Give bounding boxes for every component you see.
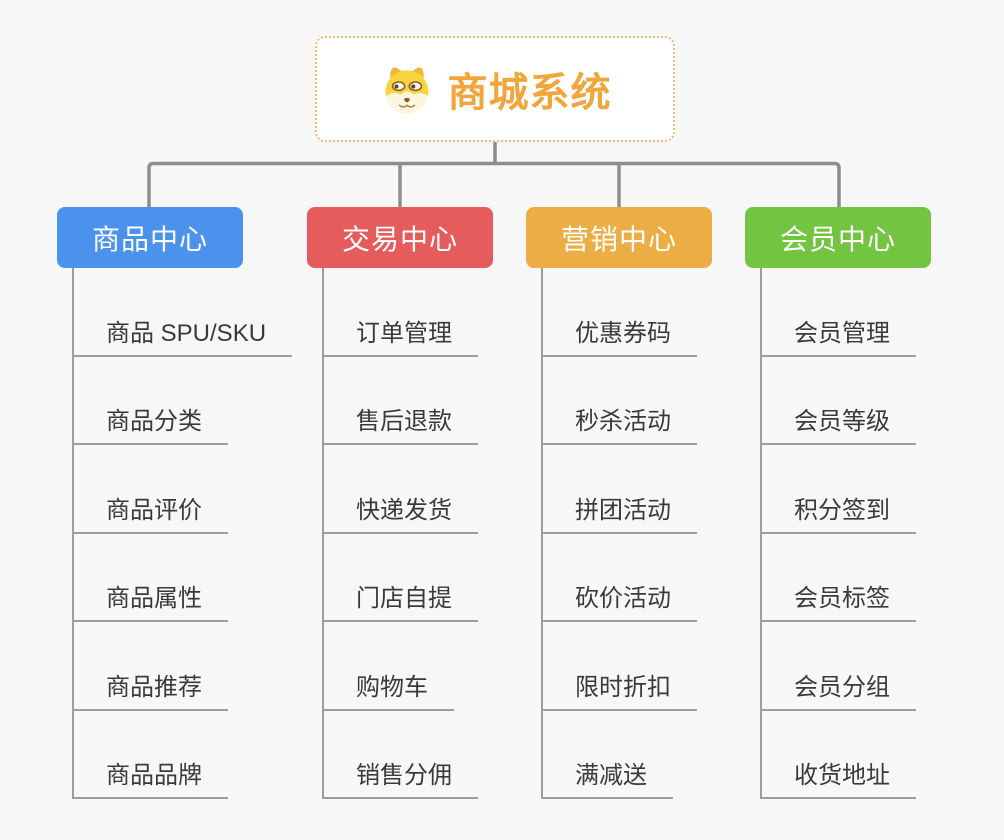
leaf-node[interactable]: 商品品牌 xyxy=(74,711,357,799)
branch-label: 营销中心 xyxy=(560,223,677,255)
branch-box-products[interactable]: 商品中心 xyxy=(57,207,243,268)
leaf-node[interactable]: 售后退款 xyxy=(324,357,607,445)
branch-label: 商品中心 xyxy=(91,223,208,255)
branch-leaves: 优惠券码 秒杀活动 拼团活动 砍价活动 限时折扣 满减送 xyxy=(541,268,826,799)
leaf-node[interactable]: 商品属性 xyxy=(74,534,357,622)
leaf-node[interactable]: 拼团活动 xyxy=(543,445,826,534)
leaf-node[interactable]: 门店自提 xyxy=(324,534,607,622)
branch-leaves: 会员管理 会员等级 积分签到 会员标签 会员分组 收货地址 xyxy=(760,268,1004,799)
leaf-label: 收货地址 xyxy=(762,755,916,799)
leaf-label: 商品品牌 xyxy=(74,755,228,799)
leaf-node[interactable]: 销售分佣 xyxy=(324,711,607,799)
leaf-label: 砍价活动 xyxy=(543,578,697,622)
leaf-node[interactable]: 会员管理 xyxy=(762,268,1004,357)
branch-leaves: 订单管理 售后退款 快递发货 门店自提 购物车 销售分佣 xyxy=(322,268,607,799)
leaf-node[interactable]: 会员等级 xyxy=(762,357,1004,445)
leaf-node[interactable]: 会员分组 xyxy=(762,622,1004,711)
leaf-label: 满减送 xyxy=(543,755,673,799)
leaf-node[interactable]: 收货地址 xyxy=(762,711,1004,799)
leaf-label: 商品属性 xyxy=(74,578,228,622)
leaf-node[interactable]: 秒杀活动 xyxy=(543,357,826,445)
leaf-node[interactable]: 优惠券码 xyxy=(543,268,826,357)
leaf-label: 会员标签 xyxy=(762,578,916,622)
root-node[interactable]: 商城系统 xyxy=(315,36,675,142)
branch-box-trade[interactable]: 交易中心 xyxy=(307,207,493,268)
branch-leaves: 商品 SPU/SKU 商品分类 商品评价 商品属性 商品推荐 商品品牌 xyxy=(72,268,357,799)
leaf-label: 会员管理 xyxy=(762,313,916,357)
leaf-label: 会员分组 xyxy=(762,667,916,711)
leaf-node[interactable]: 商品分类 xyxy=(74,357,357,445)
leaf-node[interactable]: 购物车 xyxy=(324,622,607,711)
leaf-label: 商品评价 xyxy=(74,490,228,534)
branch-bus-line xyxy=(147,161,841,207)
leaf-node[interactable]: 商品推荐 xyxy=(74,622,357,711)
branch-label: 会员中心 xyxy=(779,223,896,255)
leaf-label: 拼团活动 xyxy=(543,490,697,534)
leaf-label: 快递发货 xyxy=(324,490,478,534)
leaf-label: 购物车 xyxy=(324,667,454,711)
leaf-node[interactable]: 商品 SPU/SKU xyxy=(74,268,357,357)
branch-column-members: 会员中心 会员管理 会员等级 积分签到 会员标签 会员分组 收货地址 xyxy=(745,207,1004,799)
leaf-node[interactable]: 砍价活动 xyxy=(543,534,826,622)
leaf-label: 秒杀活动 xyxy=(543,401,697,445)
leaf-label: 商品推荐 xyxy=(74,667,228,711)
branch-column-marketing: 营销中心 优惠券码 秒杀活动 拼团活动 砍价活动 限时折扣 满减送 xyxy=(526,207,826,799)
leaf-label: 门店自提 xyxy=(324,578,478,622)
dog-face-icon xyxy=(385,67,428,114)
leaf-label: 限时折扣 xyxy=(543,667,697,711)
leaf-label: 优惠券码 xyxy=(543,313,697,357)
branch-column-products: 商品中心 商品 SPU/SKU 商品分类 商品评价 商品属性 商品推荐 商品品牌 xyxy=(57,207,357,799)
leaf-label: 售后退款 xyxy=(324,401,478,445)
branch-column-trade: 交易中心 订单管理 售后退款 快递发货 门店自提 购物车 销售分佣 xyxy=(307,207,607,799)
root-title: 商城系统 xyxy=(447,71,612,115)
leaf-node[interactable]: 快递发货 xyxy=(324,445,607,534)
leaf-label: 会员等级 xyxy=(762,401,916,445)
branch-label: 交易中心 xyxy=(341,223,458,255)
leaf-label: 订单管理 xyxy=(324,313,478,357)
leaf-label: 商品分类 xyxy=(74,401,228,445)
leaf-node[interactable]: 积分签到 xyxy=(762,445,1004,534)
leaf-node[interactable]: 商品评价 xyxy=(74,445,357,534)
leaf-node[interactable]: 限时折扣 xyxy=(543,622,826,711)
leaf-node[interactable]: 会员标签 xyxy=(762,534,1004,622)
leaf-node[interactable]: 订单管理 xyxy=(324,268,607,357)
leaf-label: 销售分佣 xyxy=(324,755,478,799)
leaf-label: 积分签到 xyxy=(762,490,916,534)
branch-box-marketing[interactable]: 营销中心 xyxy=(526,207,712,268)
leaf-label: 商品 SPU/SKU xyxy=(74,313,293,357)
branch-box-members[interactable]: 会员中心 xyxy=(745,207,931,268)
leaf-node[interactable]: 满减送 xyxy=(543,711,826,799)
